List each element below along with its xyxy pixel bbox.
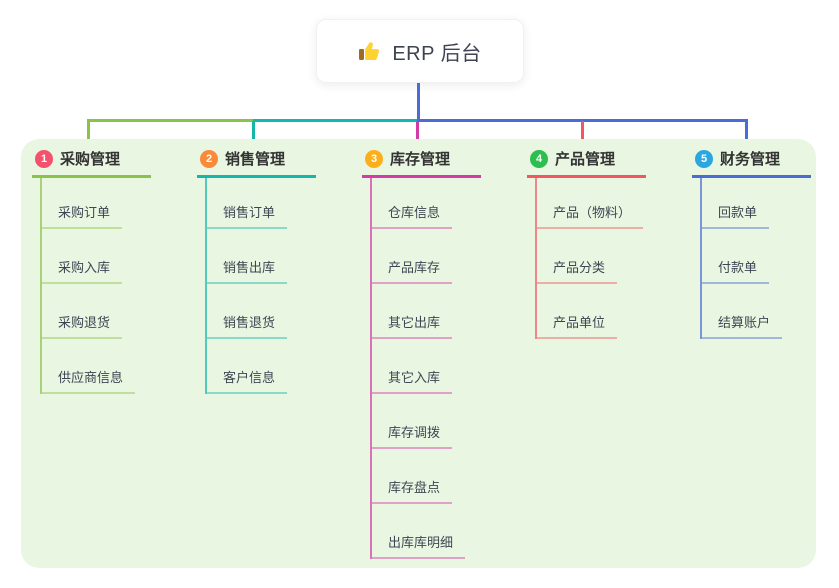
child-node[interactable]: 产品单位 bbox=[537, 312, 618, 339]
connector-drop-branch2 bbox=[252, 121, 255, 144]
branch-badge: 2 bbox=[200, 149, 218, 168]
branch-badge: 4 bbox=[530, 149, 548, 168]
child-row: 采购入库 bbox=[42, 229, 190, 284]
child-row: 销售订单 bbox=[207, 178, 355, 229]
child-row: 采购订单 bbox=[42, 178, 190, 229]
child-node[interactable]: 出库库明细 bbox=[372, 532, 466, 559]
child-row: 回款单 bbox=[702, 178, 839, 229]
branch-column-sales: 2 销售管理 销售订单 销售出库 销售退货 客户信息 bbox=[197, 148, 355, 394]
child-node[interactable]: 采购入库 bbox=[42, 257, 123, 284]
child-row: 产品库存 bbox=[372, 229, 520, 284]
connector-drop-branch5 bbox=[745, 119, 748, 145]
branch-column-finance: 5 财务管理 回款单 付款单 结算账户 bbox=[692, 148, 839, 339]
root-node[interactable]: ERP 后台 bbox=[316, 19, 524, 83]
child-row: 产品分类 bbox=[537, 229, 685, 284]
child-node[interactable]: 付款单 bbox=[702, 257, 770, 284]
branch-label: 产品管理 bbox=[555, 151, 616, 168]
branch-children: 回款单 付款单 结算账户 bbox=[700, 178, 839, 339]
child-row: 产品（物料） bbox=[537, 178, 685, 229]
branch-header-purchase[interactable]: 1 采购管理 bbox=[32, 148, 151, 178]
branch-column-inventory: 3 库存管理 仓库信息 产品库存 其它出库 其它入库 库存调拨 库存盘点 出库库… bbox=[362, 148, 520, 559]
branch-label: 财务管理 bbox=[720, 151, 781, 168]
branch-badge: 3 bbox=[365, 149, 383, 168]
branch-header-inventory[interactable]: 3 库存管理 bbox=[362, 148, 481, 178]
child-node[interactable]: 其它入库 bbox=[372, 367, 453, 394]
branch-children: 仓库信息 产品库存 其它出库 其它入库 库存调拨 库存盘点 出库库明细 bbox=[370, 178, 520, 559]
child-node[interactable]: 供应商信息 bbox=[42, 367, 136, 394]
child-row: 结算账户 bbox=[702, 284, 839, 339]
child-row: 产品单位 bbox=[537, 284, 685, 339]
child-row: 销售出库 bbox=[207, 229, 355, 284]
branch-children: 销售订单 销售出库 销售退货 客户信息 bbox=[205, 178, 355, 394]
child-node[interactable]: 回款单 bbox=[702, 202, 770, 229]
child-row: 仓库信息 bbox=[372, 178, 520, 229]
branch-badge: 1 bbox=[35, 149, 53, 168]
child-node[interactable]: 产品库存 bbox=[372, 257, 453, 284]
connector-drop-branch3 bbox=[416, 121, 419, 144]
child-row: 其它入库 bbox=[372, 339, 520, 394]
branch-header-product[interactable]: 4 产品管理 bbox=[527, 148, 646, 178]
child-node[interactable]: 结算账户 bbox=[702, 312, 783, 339]
branch-column-purchase: 1 采购管理 采购订单 采购入库 采购退货 供应商信息 bbox=[32, 148, 190, 394]
child-node[interactable]: 产品（物料） bbox=[537, 202, 644, 229]
child-row: 库存盘点 bbox=[372, 449, 520, 504]
branch-label: 销售管理 bbox=[225, 151, 286, 168]
child-node[interactable]: 其它出库 bbox=[372, 312, 453, 339]
child-row: 采购退货 bbox=[42, 284, 190, 339]
connector-root-stem bbox=[417, 83, 420, 120]
branch-panel bbox=[21, 139, 816, 568]
child-row: 付款单 bbox=[702, 229, 839, 284]
branch-header-sales[interactable]: 2 销售管理 bbox=[197, 148, 316, 178]
thumbs-up-icon bbox=[359, 42, 380, 60]
connector-drop-branch4 bbox=[581, 121, 584, 144]
child-node[interactable]: 销售订单 bbox=[207, 202, 288, 229]
branch-children: 产品（物料） 产品分类 产品单位 bbox=[535, 178, 685, 339]
branch-badge: 5 bbox=[695, 149, 713, 168]
child-node[interactable]: 仓库信息 bbox=[372, 202, 453, 229]
connector-horizontal-branch2 bbox=[253, 119, 418, 122]
child-node[interactable]: 销售退货 bbox=[207, 312, 288, 339]
branch-label: 库存管理 bbox=[390, 151, 451, 168]
child-node[interactable]: 客户信息 bbox=[207, 367, 288, 394]
child-node[interactable]: 采购退货 bbox=[42, 312, 123, 339]
child-node[interactable]: 采购订单 bbox=[42, 202, 123, 229]
connector-horizontal-branch5 bbox=[417, 119, 748, 122]
child-node[interactable]: 产品分类 bbox=[537, 257, 618, 284]
branch-label: 采购管理 bbox=[60, 151, 121, 168]
branch-children: 采购订单 采购入库 采购退货 供应商信息 bbox=[40, 178, 190, 394]
child-row: 其它出库 bbox=[372, 284, 520, 339]
child-node[interactable]: 库存盘点 bbox=[372, 477, 453, 504]
child-row: 客户信息 bbox=[207, 339, 355, 394]
root-node-label: ERP 后台 bbox=[392, 42, 482, 65]
child-node[interactable]: 销售出库 bbox=[207, 257, 288, 284]
branch-header-finance[interactable]: 5 财务管理 bbox=[692, 148, 811, 178]
child-row: 库存调拨 bbox=[372, 394, 520, 449]
connector-horizontal-branch1 bbox=[87, 119, 255, 122]
child-row: 供应商信息 bbox=[42, 339, 190, 394]
child-row: 出库库明细 bbox=[372, 504, 520, 559]
branch-column-product: 4 产品管理 产品（物料） 产品分类 产品单位 bbox=[527, 148, 685, 339]
child-node[interactable]: 库存调拨 bbox=[372, 422, 453, 449]
child-row: 销售退货 bbox=[207, 284, 355, 339]
connector-drop-branch1 bbox=[87, 119, 90, 145]
